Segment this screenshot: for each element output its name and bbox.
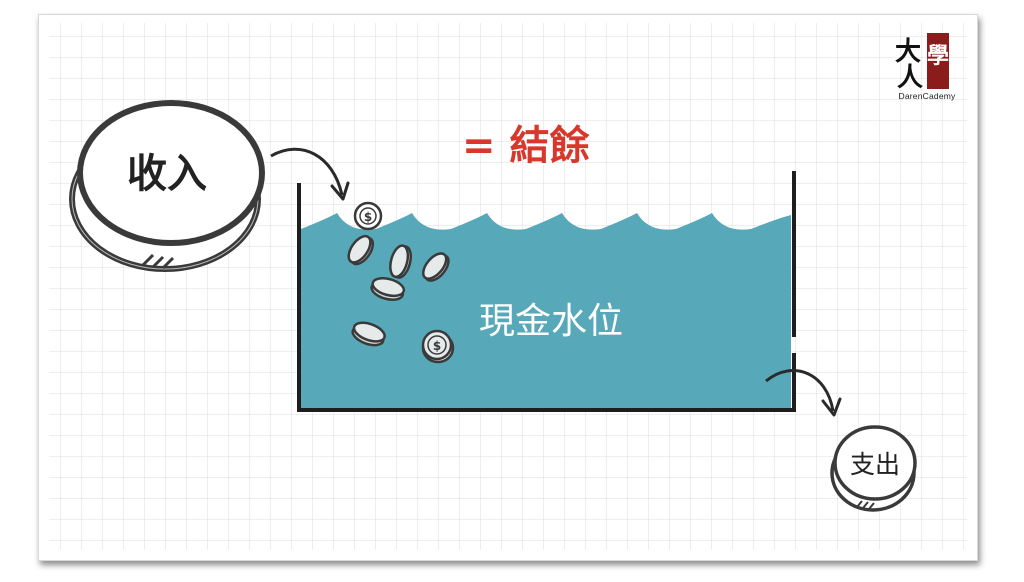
- income-arrow: [270, 147, 350, 201]
- falling-coin-icon: [422, 252, 450, 282]
- cash-flow-diagram: 收入 = 結餘 現金水位 $: [69, 100, 917, 512]
- expense-coin: 支出: [830, 425, 917, 512]
- falling-coin-icon: [370, 277, 406, 301]
- slide-card: 收入 = 結餘 現金水位 $: [38, 14, 978, 561]
- svg-text:$: $: [433, 339, 441, 353]
- cash-tank: [297, 171, 796, 412]
- pool-label: 現金水位: [479, 301, 623, 342]
- expense-label: 支出: [850, 450, 900, 479]
- darencademy-logo: 大 人 學 DarenCademy: [891, 33, 963, 109]
- falling-coin-icon: [347, 234, 375, 266]
- logo-glyph-big: 大: [895, 37, 921, 67]
- logo-glyph-learn: 學: [927, 43, 949, 69]
- expense-arrow: [765, 369, 842, 417]
- income-label: 收入: [127, 151, 207, 197]
- logo-glyph-person: 人: [897, 63, 923, 93]
- falling-coin-icon: [351, 321, 386, 347]
- dollar-coin-icon: $: [421, 329, 455, 364]
- income-coin: 收入: [69, 100, 265, 272]
- result-label: = 結餘: [462, 123, 590, 169]
- svg-text:$: $: [364, 210, 372, 224]
- dollar-coin-icon: $: [353, 201, 383, 231]
- falling-coin-icon: [389, 244, 413, 279]
- cash-water: [301, 213, 791, 409]
- logo-brand-text: DarenCademy: [898, 91, 956, 101]
- logo-mark: 大 人 學: [895, 33, 949, 93]
